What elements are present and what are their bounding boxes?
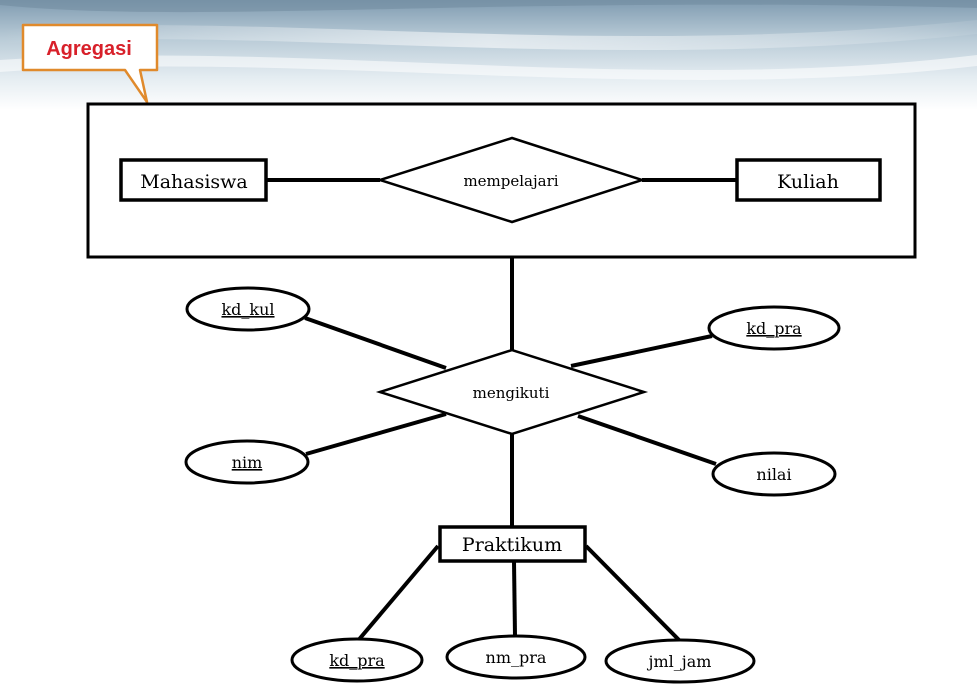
relationship-mengikuti: mengikuti	[375, 348, 649, 436]
attribute-kd-kul: kd_kul	[185, 286, 311, 332]
line-nilai-mengikuti	[577, 414, 717, 466]
connector-lines	[266, 178, 737, 645]
relationship-mempelajari: mempelajari	[375, 136, 647, 224]
attribute-jml-jam-label: jml_jam	[647, 652, 712, 671]
entity-praktikum-label: Praktikum	[462, 534, 562, 556]
relationship-mempelajari-label: mempelajari	[463, 172, 558, 190]
line-kd-pra-mengikuti	[570, 334, 713, 368]
entity-mahasiswa: Mahasiswa	[119, 158, 268, 202]
attribute-kd-pra-entity: kd_pra	[290, 637, 424, 683]
line-praktikum-jml-jam	[584, 544, 681, 642]
attribute-nilai: nilai	[711, 451, 837, 497]
attribute-kd-pra-entity-label: kd_pra	[329, 651, 385, 670]
header-banner	[0, 0, 977, 110]
line-praktikum-kd-pra	[354, 544, 440, 645]
attribute-nm-pra-label: nm_pra	[486, 648, 547, 667]
relationship-mengikuti-label: mengikuti	[473, 384, 550, 402]
entity-praktikum: Praktikum	[438, 525, 587, 563]
attribute-kd-pra-relationship: kd_pra	[707, 305, 841, 351]
callout-label: Agregasi	[46, 38, 132, 60]
attribute-nilai-label: nilai	[756, 465, 791, 484]
attribute-nim-label: nim	[232, 453, 263, 472]
entity-mahasiswa-label: Mahasiswa	[140, 171, 248, 193]
entity-kuliah: Kuliah	[735, 158, 882, 202]
line-kd-kul-mengikuti	[304, 316, 447, 370]
attribute-nm-pra: nm_pra	[445, 634, 587, 680]
callout-bubble	[21, 23, 159, 104]
callout-agregasi: Agregasi	[21, 23, 159, 104]
line-nim-mengikuti	[305, 412, 447, 456]
aggregation-box	[86, 102, 917, 259]
entity-kuliah-label: Kuliah	[777, 171, 839, 193]
attribute-nim: nim	[184, 439, 310, 485]
attribute-kd-kul-label: kd_kul	[221, 300, 274, 319]
attribute-kd-pra-relationship-label: kd_pra	[746, 319, 802, 338]
line-praktikum-nm-pra	[512, 560, 517, 637]
attribute-jml-jam: jml_jam	[604, 638, 756, 684]
